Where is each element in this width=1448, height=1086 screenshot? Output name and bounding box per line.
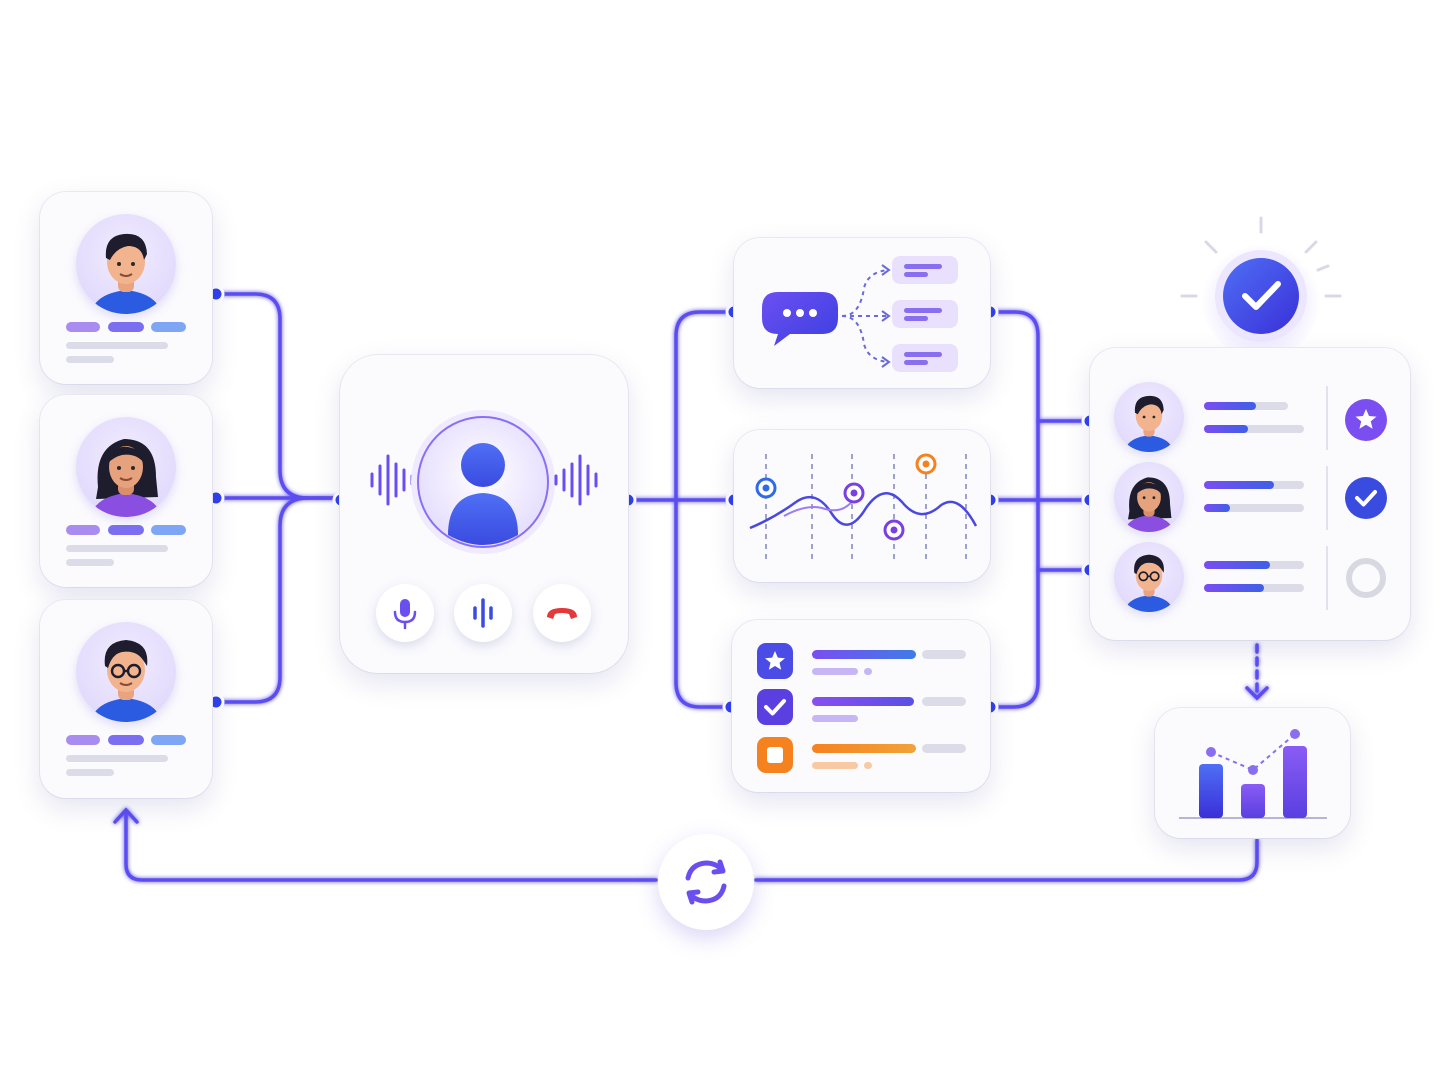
pending-task-icon [756,736,794,774]
avatar-woman-icon [76,417,176,517]
result-bar-fill [1204,481,1274,489]
empty-circle-icon [1344,556,1388,600]
task-checklist-panel [732,620,990,792]
task-bar [812,697,914,706]
task-subbar [812,668,858,675]
text-placeholder [66,755,168,762]
task-subbar [812,715,858,722]
tag-pill [108,735,144,745]
chat-routing-panel [734,238,990,388]
task-dot [864,762,872,769]
avatar-man-icon [76,214,176,314]
text-placeholder [66,342,168,349]
task-dot [864,668,872,675]
result-bar-fill [1204,425,1248,433]
tag-pill [151,735,186,745]
route-item-3 [892,344,958,372]
text-placeholder [66,769,114,776]
result-bar-track [1204,504,1304,512]
star-badge-icon [1344,398,1388,442]
result-bar-fill [1204,584,1264,592]
audio-wave-icon [473,598,493,628]
result-divider [1326,386,1328,450]
result-avatar-woman-icon [1114,462,1184,532]
tag-pill [151,525,186,535]
participant-card-3[interactable] [40,600,212,798]
hang-up-icon [547,608,577,619]
avatar-man-glasses-icon [76,622,176,722]
task-bar [812,650,916,659]
result-bar-fill [1204,402,1256,410]
tag-pill [66,735,100,745]
result-bar-fill [1204,561,1270,569]
text-placeholder [66,356,114,363]
text-placeholder [66,545,168,552]
task-bar [812,744,916,753]
result-divider [1326,466,1328,530]
routing-arrows-icon [840,258,896,370]
microphone-icon [393,599,417,630]
microphone-button[interactable] [376,584,434,642]
chat-bubble-icon [760,290,840,348]
call-panel [340,355,628,673]
result-divider [1326,546,1328,610]
sentiment-timeline-panel [734,430,990,582]
right-sound-wave-icon [552,450,600,510]
check-badge-icon [1344,476,1388,520]
caller-avatar-icon [408,407,558,557]
task-bar-muted [922,744,966,753]
left-sound-wave-icon [368,450,416,510]
route-item-1 [892,256,958,284]
refresh-cycle-button[interactable] [658,834,754,930]
report-panel [1155,708,1350,838]
tag-pill [108,525,144,535]
check-task-icon [756,688,794,726]
bar-chart-icon [1177,724,1329,824]
verified-check-icon [1178,212,1344,362]
participant-card-2[interactable] [40,395,212,587]
result-bar-fill [1204,504,1230,512]
tag-pill [151,322,186,332]
result-avatar-man-glasses-icon [1114,542,1184,612]
results-panel [1090,348,1410,640]
route-item-2 [892,300,958,328]
audio-wave-button[interactable] [454,584,512,642]
refresh-cycle-icon [685,859,727,905]
star-task-icon [756,642,794,680]
participant-card-1[interactable] [40,192,212,384]
result-bar-track [1204,425,1304,433]
tag-pill [66,525,100,535]
task-bar-muted [922,650,966,659]
tag-pill [108,322,144,332]
hang-up-button[interactable] [533,584,591,642]
text-placeholder [66,559,114,566]
tag-pill [66,322,100,332]
task-bar-muted [922,697,966,706]
timeline-wave-icon [744,444,980,570]
task-subbar [812,762,858,769]
result-avatar-man-icon [1114,382,1184,452]
